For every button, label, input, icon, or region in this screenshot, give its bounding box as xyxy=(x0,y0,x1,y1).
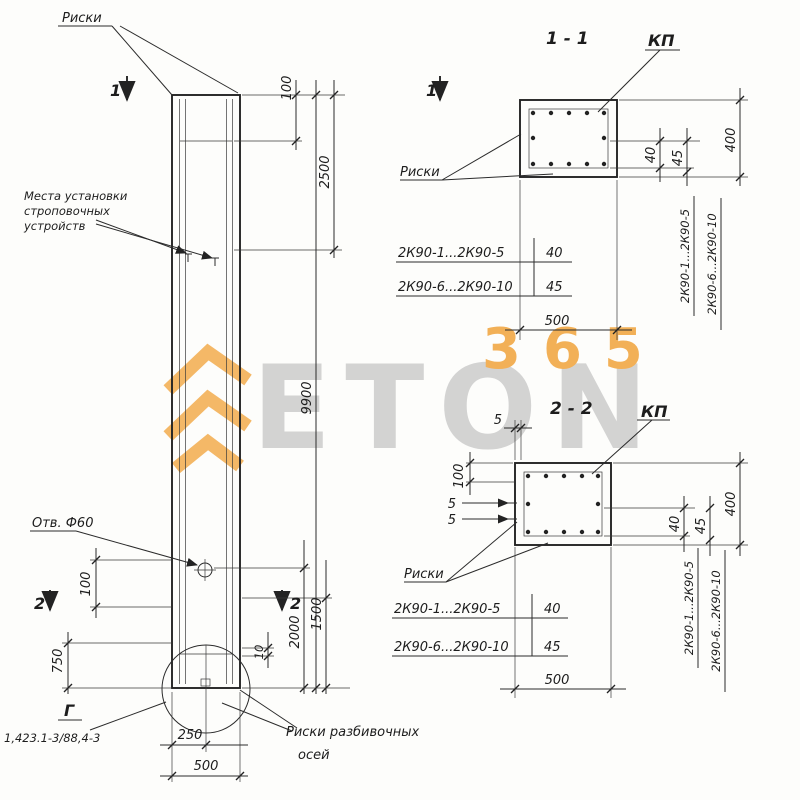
watermark-digits: 365 xyxy=(482,317,665,382)
section-1-1: 1 - 1 КП Риски 2К90-1...2К90-5 40 2К90-6… xyxy=(396,29,748,340)
riski-top-label: Риски xyxy=(62,11,102,26)
section11-outline xyxy=(519,99,618,178)
riski-axes-label-line2: осей xyxy=(298,748,330,763)
section22-dim-400: 400 xyxy=(724,492,739,517)
section22-riski-label: Риски xyxy=(404,567,444,582)
watermark: ETON 365 xyxy=(163,317,665,476)
section11-table-row2-label: 2К90-6...2К90-10 xyxy=(398,280,513,295)
section22-side-label2: 2К90-6...2К90-10 xyxy=(709,570,723,671)
beton-logo-icon xyxy=(163,343,252,474)
section2-mark-left: 2 xyxy=(34,594,45,613)
dim-9900: 9900 xyxy=(300,381,315,414)
section11-side-label2: 2К90-6...2К90-10 xyxy=(705,213,719,314)
riski-axes-label-line1: Риски разбивочных xyxy=(286,725,420,740)
section1-mark-right: 1 xyxy=(426,81,437,100)
mesta-label-line3: устройств xyxy=(23,219,86,233)
section11-table-row1-value: 40 xyxy=(546,246,563,261)
section22-table-row2-value: 45 xyxy=(544,640,561,655)
section22-side-label1: 2К90-1...2К90-5 xyxy=(682,561,696,655)
section22-table-row2-label: 2К90-6...2К90-10 xyxy=(394,640,509,655)
section11-kp-label: КП xyxy=(648,31,675,50)
section11-dim-40: 40 xyxy=(644,147,659,164)
section22-outline xyxy=(514,462,612,546)
section22-dim-500: 500 xyxy=(545,673,570,688)
mesta-label-line2: строповочных xyxy=(24,204,110,218)
dim-10: 10 xyxy=(252,645,266,660)
section11-side-label1: 2К90-1...2К90-5 xyxy=(678,209,692,303)
dim-100-left: 100 xyxy=(79,572,94,597)
section22-dim-100: 100 xyxy=(452,464,467,489)
section11-title: 1 - 1 xyxy=(546,29,589,49)
section22-dim-5b: 5 xyxy=(448,513,456,528)
dim-2500: 2500 xyxy=(318,155,333,188)
section22-table-row1-value: 40 xyxy=(544,602,561,617)
elevation-dimensions xyxy=(58,80,350,782)
section22-dim-5-top: 5 xyxy=(494,413,502,428)
watermark-word: ETON xyxy=(252,341,662,476)
section11-dim-500: 500 xyxy=(545,314,570,329)
section22-title: 2 - 2 xyxy=(550,399,593,419)
section11-table-row1-label: 2К90-1...2К90-5 xyxy=(398,246,504,261)
section22-table-row1-label: 2К90-1...2К90-5 xyxy=(394,602,500,617)
dim-100-top: 100 xyxy=(280,76,295,101)
series-reference: 1,423.1-3/88,4-3 xyxy=(4,731,100,745)
dim-2000: 2000 xyxy=(288,615,303,648)
hole-label: Отв. Ф60 xyxy=(32,516,93,531)
section22-dim-45: 45 xyxy=(694,518,709,535)
dim-1500: 1500 xyxy=(310,597,325,630)
section11-riski-label: Риски xyxy=(400,165,440,180)
detail-letter: Г xyxy=(64,701,75,720)
section22-dim-40: 40 xyxy=(668,516,683,533)
column-elevation xyxy=(161,94,251,752)
mesta-label-line1: Места установки xyxy=(24,189,128,203)
section1-mark-left: 1 xyxy=(110,81,121,100)
dim-500-bottom: 500 xyxy=(194,759,219,774)
elevation-text: Риски 1 1 Места установки строповочных у… xyxy=(4,11,437,774)
elevation-leaders xyxy=(30,25,449,732)
section11-table-row2-value: 45 xyxy=(546,280,563,295)
section2-mark-right: 2 xyxy=(290,594,301,613)
dim-250: 250 xyxy=(178,728,203,743)
section-2-2: 5 2 - 2 КП 100 5 5 Риски 2К90-1...2К90-5… xyxy=(392,399,748,698)
dim-750: 750 xyxy=(51,649,66,674)
section22-kp-label: КП xyxy=(641,402,668,421)
section11-dim-400: 400 xyxy=(724,128,739,153)
section22-dim-5a: 5 xyxy=(448,497,456,512)
section11-dim-45: 45 xyxy=(671,150,686,167)
